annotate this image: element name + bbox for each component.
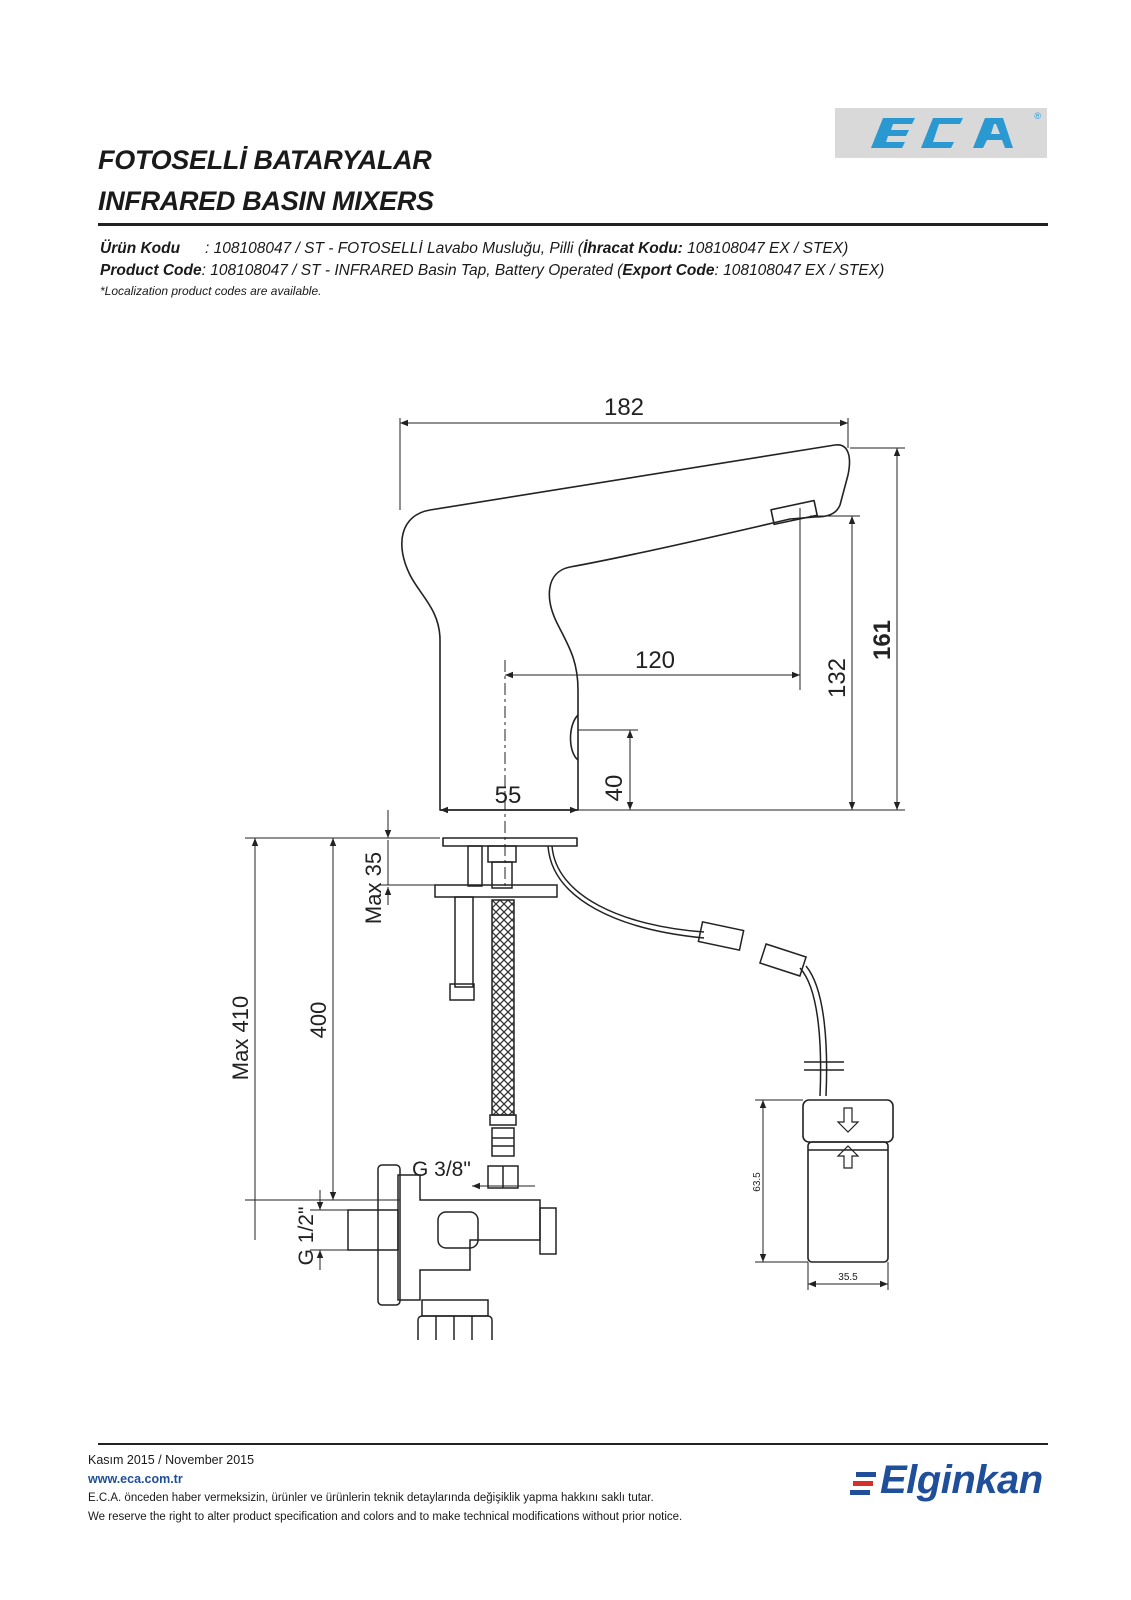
dim-120: 120 — [635, 647, 675, 674]
battery-box — [807, 1141, 889, 1263]
dim-182: 182 — [604, 394, 644, 421]
cable-connector-b — [758, 943, 808, 977]
elginkan-logo-mark — [850, 1472, 876, 1495]
registered-mark: ® — [1034, 111, 1041, 121]
product-code-value-tr: : 108108047 / ST - FOTOSELLİ Lavabo Musl… — [205, 240, 583, 257]
sensor-window — [770, 499, 818, 526]
mounting-rod — [454, 896, 474, 988]
valve-handle — [377, 1164, 401, 1306]
technical-drawing: 182 161 132 120 55 40 Max 35 Max 410 400… — [228, 394, 905, 1340]
eca-logo-mark — [871, 118, 1013, 148]
footer-rule — [98, 1443, 1048, 1445]
title-english: INFRARED BASIN MIXERS — [98, 186, 434, 216]
title-turkish: FOTOSELLİ BATARYALAR — [98, 145, 432, 175]
dim-35-5: 35.5 — [838, 1272, 858, 1283]
dim-161: 161 — [869, 620, 896, 660]
dim-max35: Max 35 — [361, 852, 386, 924]
export-code-value-tr: 108108047 EX / STEX) — [682, 240, 849, 257]
mounting-washer — [434, 884, 558, 898]
dim-g12: G 1/2" — [295, 1207, 318, 1266]
battery-box-lid — [802, 1099, 894, 1143]
dim-55: 55 — [495, 782, 522, 809]
eca-logo: ® — [835, 108, 1047, 158]
dim-g38: G 3/8" — [412, 1158, 471, 1181]
dim-400: 400 — [306, 1002, 331, 1039]
dim-40: 40 — [601, 775, 628, 802]
valve-outlet-nut — [417, 1315, 493, 1340]
angle-valve — [397, 1174, 541, 1301]
export-code-label-tr: İhracat Kodu: — [582, 240, 683, 257]
faucet-base — [442, 837, 578, 847]
braided-hose — [491, 899, 515, 1116]
product-code-turkish: Ürün Kodu : 108108047 / ST - FOTOSELLİ La… — [100, 240, 848, 258]
export-code-value-en: : 108108047 EX / STEX) — [714, 262, 885, 279]
dim-max410: Max 410 — [228, 996, 253, 1080]
product-code-label-en: Product Code — [100, 262, 202, 279]
localization-note: *Localization product codes are availabl… — [100, 284, 322, 298]
sensor-cable — [547, 845, 705, 939]
elginkan-logo-text: Elginkan — [880, 1458, 1043, 1502]
product-code-value-en: : 108108047 / ST - INFRARED Basin Tap, B… — [201, 262, 623, 279]
export-code-label-en: Export Code — [622, 262, 715, 279]
footer-disclaimer-en: We reserve the right to alter product sp… — [88, 1511, 683, 1523]
product-code-english: Product Code: 108108047 / ST - INFRARED … — [100, 262, 884, 280]
header-rule — [98, 223, 1048, 226]
faucet-body — [401, 444, 851, 811]
dim-132: 132 — [824, 658, 851, 698]
footer-website-link[interactable]: www.eca.com.tr — [88, 1472, 183, 1486]
footer-disclaimer-tr: E.C.A. önceden haber vermeksizin, ürünle… — [88, 1492, 654, 1504]
cable-connector-a — [697, 920, 745, 952]
product-code-label-tr: Ürün Kodu — [100, 240, 181, 257]
footer-date: Kasım 2015 / November 2015 — [88, 1453, 255, 1467]
dim-63-5: 63.5 — [752, 1172, 763, 1192]
